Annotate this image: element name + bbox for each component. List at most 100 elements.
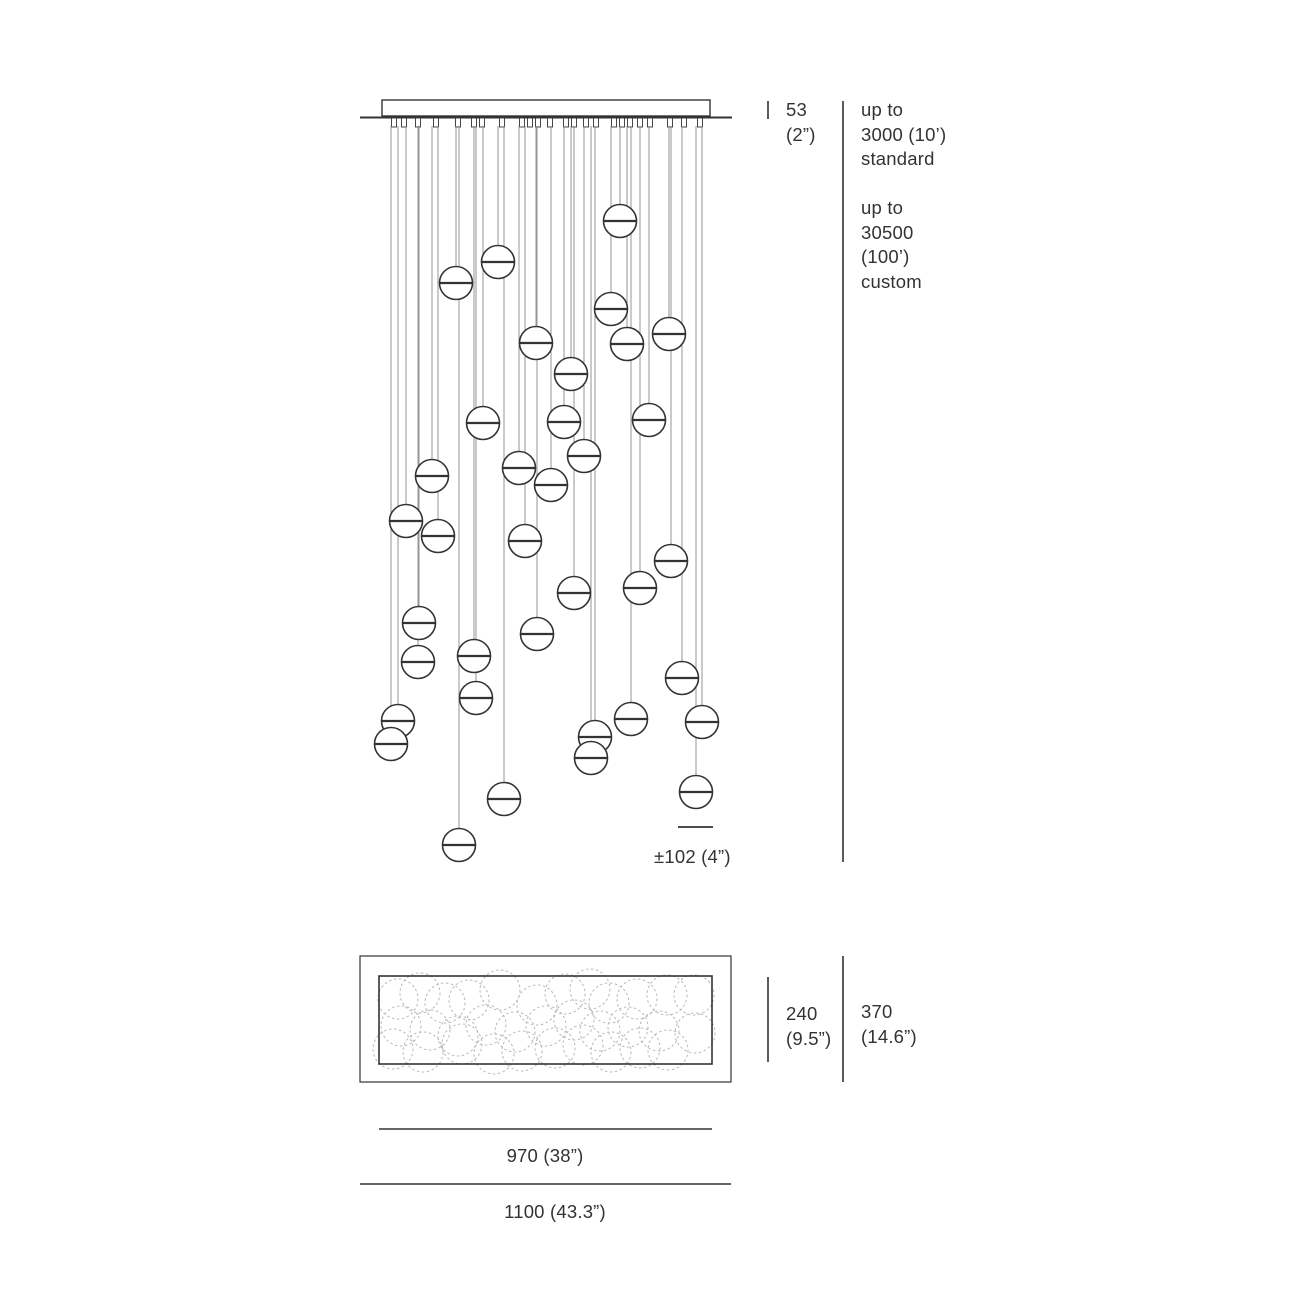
length-custom-line-1: up to <box>861 197 904 218</box>
plan-globe-footprint <box>673 974 715 1016</box>
plan-globe-footprint <box>377 978 419 1020</box>
plan-globe-footprint <box>402 1031 444 1073</box>
cord-connectors <box>391 117 703 128</box>
plan-globe-footprint <box>553 999 595 1041</box>
pendant-globe <box>388 503 424 539</box>
pendant-globe <box>465 405 501 441</box>
cord-connector <box>535 117 541 128</box>
pendant-globe <box>441 827 477 863</box>
pendant-globe <box>501 450 537 486</box>
outer-depth-label: 370 (14.6”) <box>861 1000 917 1049</box>
pendant-globe <box>684 704 720 740</box>
pendant-globe <box>414 458 450 494</box>
cord-connector <box>583 117 589 128</box>
inner-depth-in: (9.5”) <box>786 1027 832 1049</box>
pendant-globe <box>631 402 667 438</box>
length-standard-line-1: up to <box>861 99 904 120</box>
drop-tolerance-label: ±102 (4”) <box>654 846 731 867</box>
plan-globe-footprint <box>494 1011 536 1053</box>
plan-globe-footprint <box>544 973 586 1015</box>
pendant-globe <box>653 543 689 579</box>
plan-globe-footprint <box>562 1024 604 1066</box>
pendant-globe <box>651 316 687 352</box>
cord-connector <box>527 117 533 128</box>
plan-globe-footprint <box>525 1005 567 1047</box>
pendant-globes <box>373 203 720 863</box>
plan-globe-footprint <box>638 1010 680 1052</box>
canopy-box <box>381 99 711 117</box>
pendant-globe <box>553 356 589 392</box>
length-custom-line-2: 30500 <box>861 221 914 243</box>
pendant-globe <box>566 438 602 474</box>
cord-connector <box>401 117 407 128</box>
outer-depth-mm: 370 <box>861 1001 893 1022</box>
pendant-globe <box>593 291 629 327</box>
pendant-globe <box>664 660 700 696</box>
plan-globe-footprint <box>674 1012 716 1054</box>
cord-connector <box>647 117 653 128</box>
plan-globe-footprint <box>424 982 466 1024</box>
pendant-globe <box>602 203 638 239</box>
pendant-globe <box>518 325 554 361</box>
plan-globe-footprint <box>616 978 658 1020</box>
plan-globe-footprint <box>534 1027 576 1069</box>
canopy-height-mm: 53 <box>786 99 807 120</box>
inner-depth-mm: 240 <box>786 1003 818 1024</box>
pendant-globe <box>486 781 522 817</box>
pendant-globe <box>456 638 492 674</box>
pendant-globe <box>438 265 474 301</box>
pendant-globe <box>401 605 437 641</box>
cord-connector <box>433 117 439 128</box>
length-custom-line-3: (100’) <box>861 246 910 267</box>
cord-connector <box>627 117 633 128</box>
cord-connector <box>637 117 643 128</box>
cord-connector <box>619 117 625 128</box>
canopy-height-in: (2”) <box>786 123 816 145</box>
plan-globe-footprint <box>501 1030 543 1072</box>
cord-connector <box>563 117 569 128</box>
cord-connector <box>681 117 687 128</box>
pendant-globe <box>609 326 645 362</box>
canopy-height-label: 53 (2”) <box>786 98 816 147</box>
pendant-globe <box>400 644 436 680</box>
plan-view <box>359 955 844 1185</box>
pendant-globe <box>507 523 543 559</box>
pendant-globe <box>519 616 555 652</box>
plan-globe-footprint <box>380 1005 422 1047</box>
plan-globe-footprint <box>588 982 630 1024</box>
cord-connector <box>471 117 477 128</box>
plan-globe-footprint <box>448 979 490 1021</box>
plan-globe-footprint <box>619 1027 661 1069</box>
pendant-globe <box>678 774 714 810</box>
cord-connector <box>499 117 505 128</box>
plan-globe-footprint <box>647 1029 689 1071</box>
cord-connector <box>611 117 617 128</box>
plan-globe-footprint <box>473 1033 515 1075</box>
cord-connector <box>415 117 421 128</box>
inner-width-label: 970 (38”) <box>506 1145 584 1166</box>
pendant-globe <box>573 740 609 776</box>
plan-globe-footprint <box>607 1006 649 1048</box>
length-custom-label: up to 30500 (100’) custom <box>861 196 922 294</box>
cord-connector <box>697 117 703 128</box>
plan-globe-footprint <box>479 969 521 1011</box>
cord-connector <box>391 117 397 128</box>
pendant-globe <box>622 570 658 606</box>
cord-connector <box>667 117 673 128</box>
plan-globe-footprint <box>579 1010 621 1052</box>
plan-globe-footprint <box>516 984 558 1026</box>
outer-depth-in: (14.6”) <box>861 1025 917 1047</box>
pendant-globe <box>533 467 569 503</box>
plan-outer-canopy <box>359 955 732 1083</box>
outer-width-label: 1100 (43.3”) <box>504 1201 606 1222</box>
length-standard-line-2: 3000 (10’) <box>861 123 947 145</box>
cord-connector <box>455 117 461 128</box>
pendant-globe <box>458 680 494 716</box>
cord-connector <box>479 117 485 128</box>
cord-connector <box>571 117 577 128</box>
length-standard-label: up to 3000 (10’) standard <box>861 98 946 172</box>
length-standard-line-3: standard <box>861 148 935 169</box>
pendant-globe <box>556 575 592 611</box>
inner-depth-label: 240 (9.5”) <box>786 1002 831 1051</box>
